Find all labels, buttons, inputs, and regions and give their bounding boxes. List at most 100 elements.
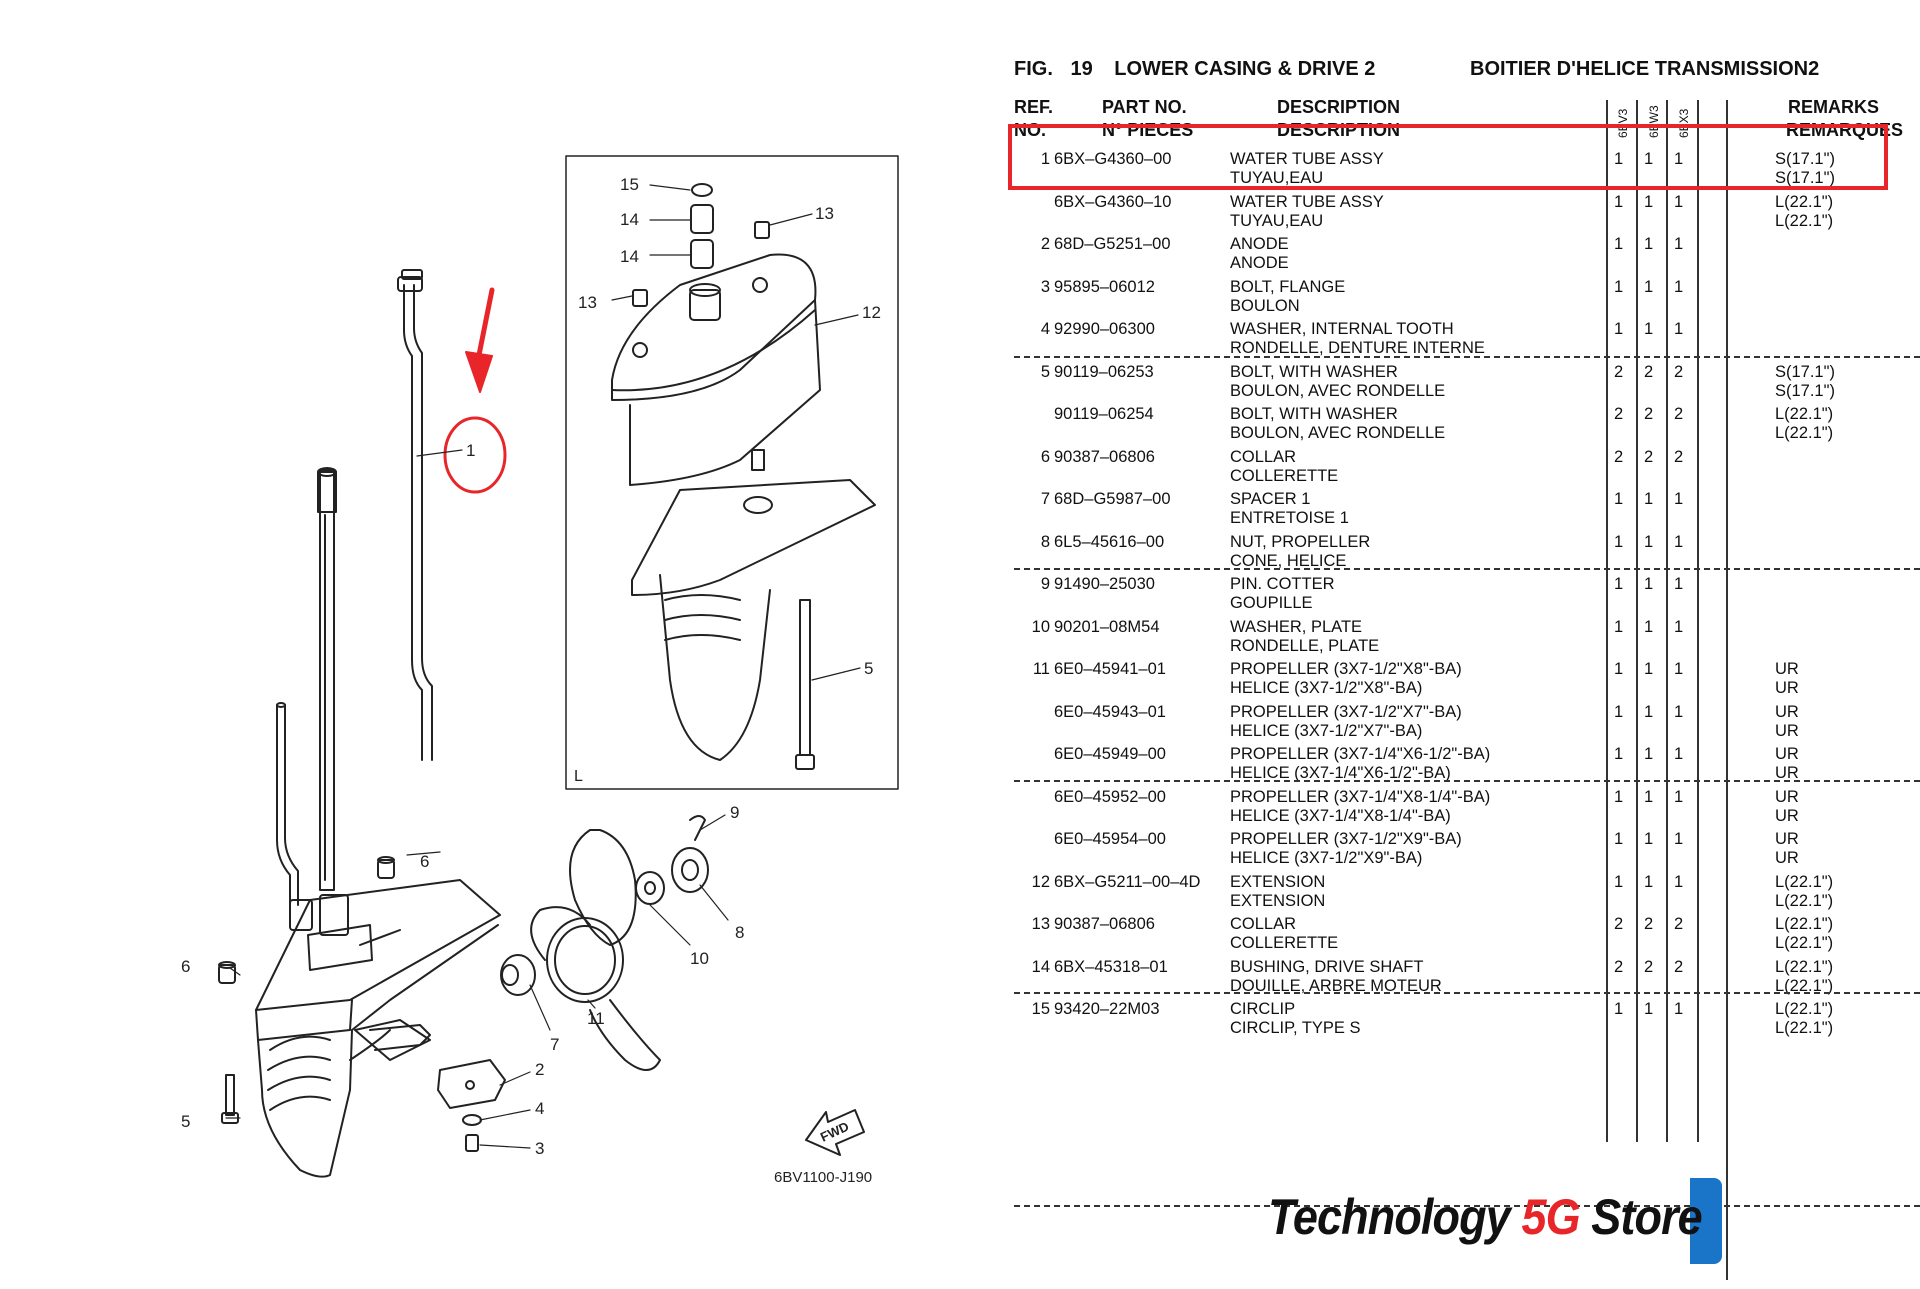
ref-cell: 12 — [1031, 872, 1050, 891]
description-fr-cell: CONE, HELICE — [1230, 551, 1347, 570]
drawing-code: 6BV1100-J190 — [774, 1169, 872, 1186]
propeller-nut-drawing — [635, 815, 709, 905]
description-fr-cell: CIRCLIP, TYPE S — [1230, 1019, 1361, 1037]
ref-cell: 6 — [1040, 447, 1050, 466]
qty-6bx3-cell: 2 — [1674, 957, 1684, 976]
qty-6bv3-cell: 1 — [1614, 702, 1624, 721]
qty-6bv3-cell: 2 — [1614, 447, 1624, 466]
part-number-cell: 6E0–45949–00 — [1054, 745, 1166, 763]
inset-frame — [565, 155, 899, 790]
qty-6bv3-cell: 1 — [1614, 617, 1624, 636]
part-number-cell: 6E0–45943–01 — [1054, 702, 1166, 721]
qty-6bw3-cell: 1 — [1644, 235, 1654, 253]
inset-callout-13a: 13 — [815, 204, 834, 223]
remark-en-cell: UR — [1775, 660, 1799, 678]
qty-6bv3-cell: 1 — [1614, 1000, 1624, 1018]
remark-fr-cell: UR — [1775, 764, 1799, 782]
description-fr-cell: HELICE (3X7-1/2"X9"-BA) — [1230, 849, 1423, 867]
part-number-cell: 6BX–G4360–00 — [1054, 150, 1172, 168]
column-rule — [1666, 100, 1668, 1142]
description-fr-cell: COLLERETTE — [1230, 934, 1339, 952]
qty-6bw3-cell: 1 — [1644, 320, 1654, 338]
ref-cell: 5 — [1040, 362, 1050, 381]
description-fr-cell: RONDELLE, DENTURE INTERNE — [1230, 339, 1485, 357]
exploded-parts-diagram: FWD L — [181, 155, 899, 1186]
inset-callout-12: 12 — [862, 303, 881, 322]
description-en-cell: BOLT, FLANGE — [1230, 277, 1346, 296]
inset-label: L — [574, 768, 583, 785]
spacer-drawing — [500, 954, 536, 996]
part-number-cell: 6E0–45941–01 — [1054, 660, 1166, 678]
description-fr-cell: GOUPILLE — [1230, 594, 1313, 612]
description-fr-cell: TUYAU,EAU — [1230, 169, 1324, 187]
callout-5: 5 — [181, 1112, 190, 1131]
qty-6bx3-cell: 1 — [1674, 660, 1684, 678]
inset-callout-14a: 14 — [620, 210, 639, 229]
desc-header-en: DESCRIPTION — [1277, 97, 1401, 117]
remark-fr-cell: UR — [1775, 679, 1799, 697]
description-en-cell: BUSHING, DRIVE SHAFT — [1230, 957, 1424, 976]
fwd-label: FWD — [818, 1119, 851, 1145]
callout-6b: 6 — [420, 852, 429, 871]
remark-fr-cell: UR — [1775, 806, 1799, 825]
qty-6bw3-cell: 1 — [1644, 575, 1654, 593]
collar-drawing — [218, 856, 395, 984]
extension-drawing — [611, 253, 821, 486]
qty-6bw3-cell: 2 — [1644, 915, 1654, 933]
qty-6bv3-cell: 1 — [1614, 192, 1624, 211]
lower-casing-drawing — [255, 879, 501, 1178]
ref-cell: 14 — [1031, 957, 1050, 976]
group-divider — [1014, 1205, 1920, 1207]
remarks-header-en: REMARKS — [1788, 97, 1880, 117]
inset-callout-15: 15 — [620, 175, 639, 194]
qty-6bw3-cell: 1 — [1644, 532, 1654, 551]
pipe-drawing — [276, 702, 299, 906]
qty-6bv3-cell: 1 — [1614, 872, 1624, 891]
inset-callout-5: 5 — [864, 659, 873, 678]
remark-fr-cell: L(22.1") — [1775, 976, 1834, 995]
callout-3: 3 — [535, 1139, 544, 1158]
qty-6bw3-cell: 2 — [1644, 405, 1654, 423]
description-fr-cell: EXTENSION — [1230, 891, 1326, 910]
callout-6a: 6 — [181, 957, 190, 976]
callout-8: 8 — [735, 923, 744, 942]
description-fr-cell: HELICE (3X7-1/4"X8-1/4"-BA) — [1230, 806, 1451, 825]
description-fr-cell: BOULON, AVEC RONDELLE — [1230, 381, 1446, 400]
remark-en-cell: L(22.1") — [1775, 1000, 1834, 1018]
qty-6bx3-cell: 2 — [1674, 915, 1684, 933]
part-number-cell: 91490–25030 — [1054, 575, 1155, 593]
description-fr-cell: BOULON, AVEC RONDELLE — [1230, 424, 1446, 442]
qty-6bx3-cell: 1 — [1674, 320, 1684, 338]
part-number-cell: 68D–G5987–00 — [1054, 490, 1171, 508]
callout-7: 7 — [550, 1035, 559, 1054]
column-rule — [1726, 100, 1728, 1280]
qty-6bw3-cell: 1 — [1644, 1000, 1654, 1018]
description-en-cell: ANODE — [1230, 235, 1289, 253]
qty-6bx3-cell: 1 — [1674, 192, 1684, 211]
qty-6bv3-cell: 1 — [1614, 320, 1624, 338]
remark-fr-cell: UR — [1775, 721, 1799, 740]
remark-fr-cell: L(22.1") — [1775, 934, 1834, 952]
inset-callout-14b: 14 — [620, 247, 639, 266]
ref-cell: 13 — [1031, 915, 1050, 933]
description-en-cell: PROPELLER (3X7-1/4"X8-1/4"-BA) — [1230, 787, 1491, 806]
inset-callout-13b: 13 — [578, 293, 597, 312]
ref-cell: 15 — [1031, 1000, 1050, 1018]
parts-catalog: FIG. 19 LOWER CASING & DRIVE 2 BOITIER D… — [1000, 0, 1920, 1289]
description-fr-cell: RONDELLE, PLATE — [1230, 636, 1380, 655]
remark-fr-cell: L(22.1") — [1775, 891, 1834, 910]
description-en-cell: SPACER 1 — [1230, 490, 1311, 508]
description-fr-cell: HELICE (3X7-1/2"X8"-BA) — [1230, 679, 1423, 697]
ref-header-en: REF. — [1014, 97, 1054, 117]
qty-6bx3-cell: 1 — [1674, 617, 1684, 636]
qty-6bw3-cell: 1 — [1644, 872, 1654, 891]
qty-6bw3-cell: 1 — [1644, 830, 1654, 848]
ref-cell: 11 — [1032, 660, 1050, 678]
annotation-circle — [443, 416, 507, 494]
qty-6bw3-cell: 1 — [1644, 787, 1654, 806]
qty-6bx3-cell: 1 — [1674, 532, 1684, 551]
description-en-cell: BOLT, WITH WASHER — [1230, 362, 1398, 381]
qty-6bx3-cell: 1 — [1674, 830, 1684, 848]
remark-en-cell: L(22.1") — [1775, 915, 1834, 933]
qty-6bv3-cell: 1 — [1614, 532, 1624, 551]
